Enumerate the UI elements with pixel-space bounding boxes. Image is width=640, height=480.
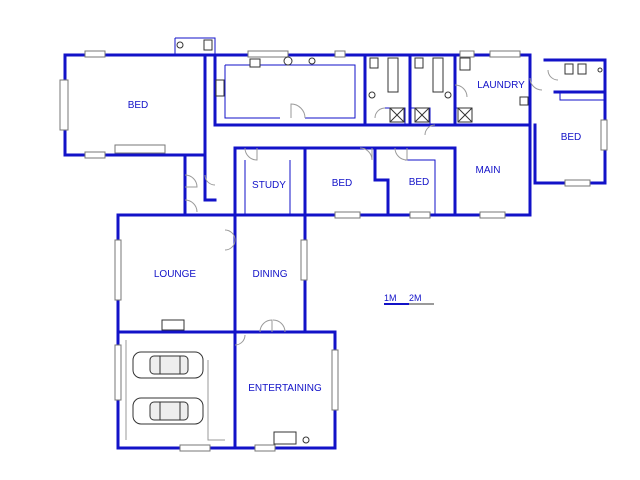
room-label-laundry: LAUNDRY (477, 80, 525, 91)
scale-bar: 1M 2M (384, 293, 434, 305)
scale-label-2m: 2M (409, 293, 422, 303)
room-label-lounge: LOUNGE (154, 269, 197, 280)
room-label-bed-small: BED (409, 177, 430, 188)
room-label-entertaining: ENTERTAINING (248, 383, 322, 394)
room-label-dining: DINING (253, 269, 288, 280)
room-label-bed-east: BED (561, 132, 582, 143)
garage-lines (125, 340, 225, 441)
car-upper-icon (132, 351, 204, 379)
doors (184, 69, 559, 346)
car-lower-icon (132, 397, 204, 425)
room-label-study: STUDY (252, 180, 286, 191)
room-label-main: MAIN (476, 165, 501, 176)
room-label-bed-center: BED (332, 178, 353, 189)
scale-label-1m: 1M (384, 293, 397, 303)
fixtures (161, 39, 603, 445)
room-label-bed-west: BED (128, 100, 149, 111)
windows (59, 50, 608, 452)
